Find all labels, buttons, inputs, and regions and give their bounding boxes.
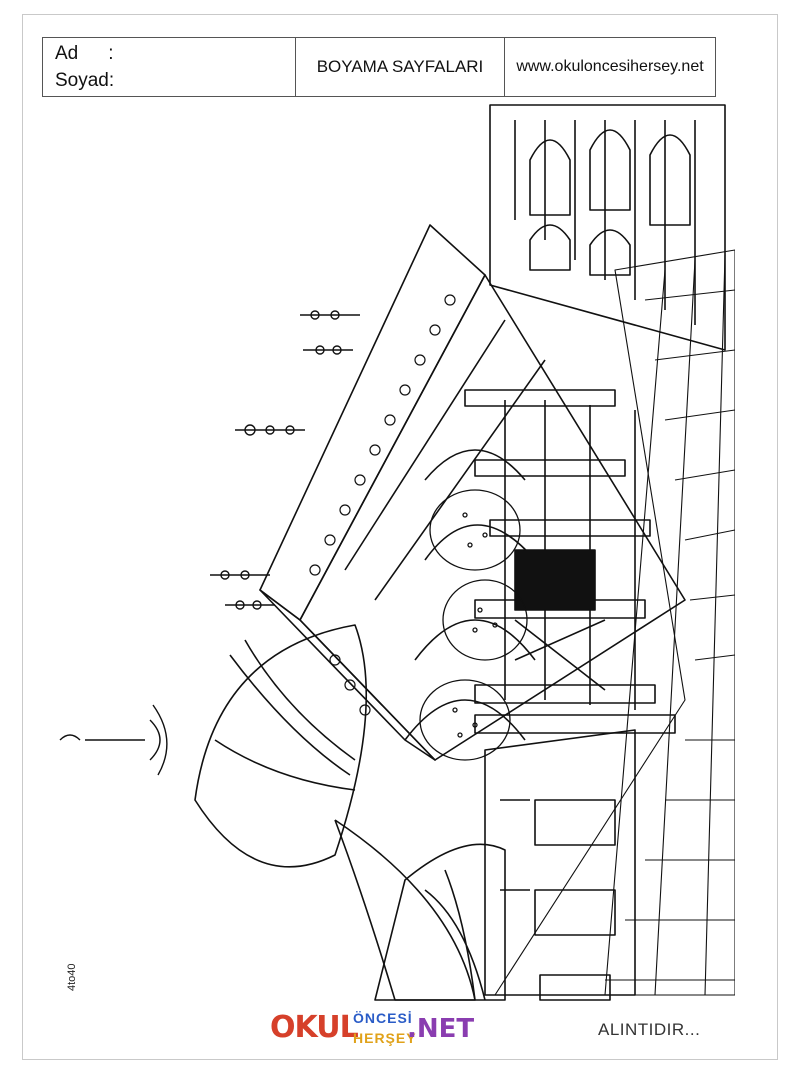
mosque-line-drawing [59, 104, 735, 1001]
source-note: ALINTIDIR... [598, 1020, 701, 1039]
logo-hersey: HERŞEY [353, 1030, 417, 1046]
column-arcade [404, 389, 676, 741]
website-link[interactable]: www.okuloncesihersey.net [504, 37, 716, 97]
secondary-dome [374, 843, 506, 1001]
lower-wall [484, 729, 636, 1001]
canopy-roof [259, 224, 686, 761]
name-row: Ad: [49, 40, 295, 67]
page-border [22, 14, 778, 1060]
upper-wall-band [489, 104, 726, 351]
finials [59, 310, 360, 776]
roof-dots [309, 294, 456, 716]
logo-oncesi: ÖNCESİ [353, 1010, 413, 1026]
main-dome [194, 624, 476, 1001]
surname-label: Soyad: [55, 70, 115, 91]
side-code: 4to40 [66, 963, 78, 991]
name-cell[interactable]: Ad: Soyad: [42, 37, 296, 97]
page-title: BOYAMA SAYFALARI [295, 37, 505, 97]
site-logo[interactable]: OKUL ÖNCESİ HERŞEY .NET [270, 1008, 474, 1056]
tiled-floor [494, 249, 735, 996]
name-colon: : [108, 43, 114, 64]
ornamented-cushions [419, 489, 528, 761]
name-label: Ad [55, 43, 79, 64]
logo-okul: OKUL [270, 1010, 359, 1045]
logo-net: .NET [407, 1014, 475, 1044]
name-header-table: Ad: Soyad: BOYAMA SAYFALARI www.okulonce… [42, 37, 716, 97]
